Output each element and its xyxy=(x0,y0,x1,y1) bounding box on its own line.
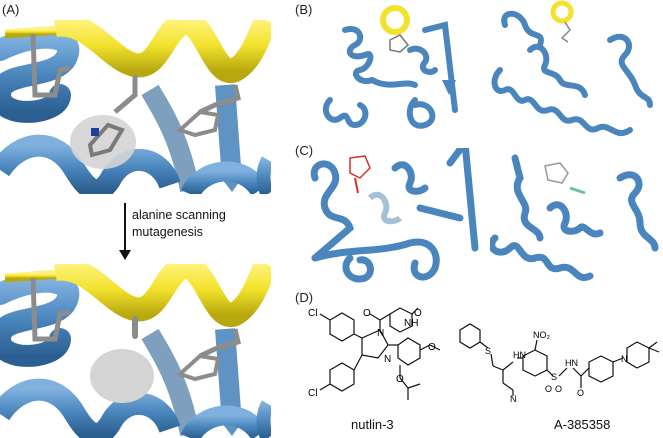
atom-label: NO₂ xyxy=(533,330,551,340)
atom-label: Cl xyxy=(308,308,317,319)
atom-label: HN xyxy=(513,350,526,360)
atom-label: HN xyxy=(565,358,578,368)
atom-label: O xyxy=(396,374,404,385)
atom-label: O xyxy=(414,308,422,319)
panel-b-structure-left xyxy=(310,0,480,140)
panel-a-top-image xyxy=(0,20,271,194)
panel-c-label: (C) xyxy=(295,143,314,158)
panel-c-structure-left xyxy=(310,148,480,288)
mutagenesis-arrow-shaft xyxy=(124,203,126,255)
panel-b-label: (B) xyxy=(295,2,313,17)
atom-label: S xyxy=(551,372,557,382)
atom-label: N xyxy=(510,394,517,403)
atom-label: NH xyxy=(404,318,418,329)
atom-label: Cl xyxy=(308,388,317,399)
molecule-name-a-385358: A-385358 xyxy=(554,417,611,432)
panel-a-bottom-image xyxy=(0,264,271,438)
panel-a-label: (A) xyxy=(2,2,20,17)
nutlin-3-structure: Cl Cl O O NH N N O O xyxy=(300,300,450,415)
atom-label: O xyxy=(428,342,436,353)
atom-label: O xyxy=(545,384,552,394)
arrow-annotation-line1: alanine scanning xyxy=(132,208,226,222)
atom-label: O xyxy=(363,308,371,319)
atom-label: O xyxy=(577,388,584,398)
atom-label: S xyxy=(485,346,491,356)
atom-label: N xyxy=(377,328,384,339)
molecule-name-nutlin-3: nutlin-3 xyxy=(351,417,394,432)
panel-c-structure-right xyxy=(490,148,663,288)
a-385358-structure: S HN NO₂ S O O HN O N N xyxy=(455,318,660,403)
arrow-annotation-line2: mutagenesis xyxy=(132,225,203,239)
panel-d-label: (D) xyxy=(295,290,314,305)
arrow-down-icon xyxy=(119,250,131,260)
atom-label: N xyxy=(384,354,391,365)
atom-label: N xyxy=(621,354,628,364)
atom-label: O xyxy=(555,384,562,394)
panel-b-structure-right xyxy=(490,0,663,140)
